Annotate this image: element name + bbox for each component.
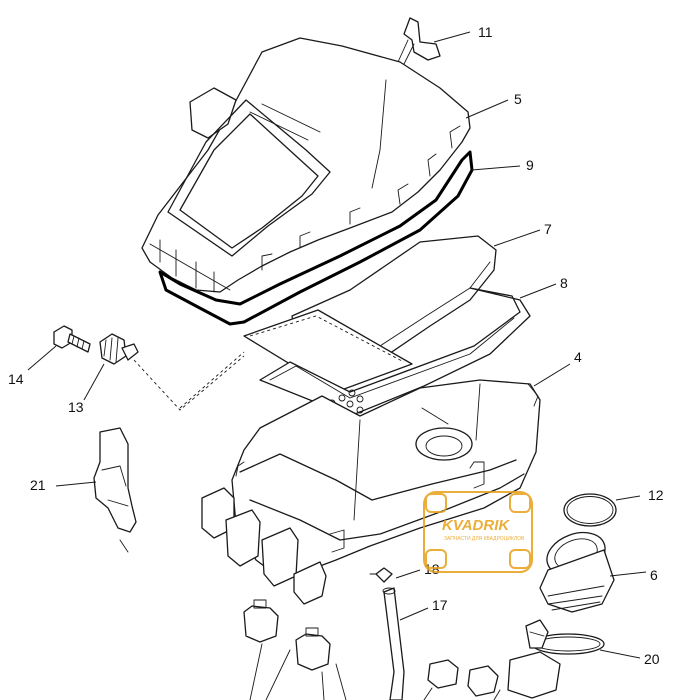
callout-5: 5 <box>514 91 522 107</box>
watermark-wheel-icon <box>425 493 531 569</box>
callout-21: 21 <box>30 477 46 493</box>
watermark-tagline: ЗАПЧАСТИ ДЛЯ КВАДРОЦИКЛОВ <box>444 536 525 542</box>
callout-11: 11 <box>478 24 493 40</box>
part-bracket-21 <box>93 427 137 553</box>
watermark-brand: KVADRIK <box>442 517 510 534</box>
part-lower-hardware <box>423 651 561 700</box>
part-breather-13 <box>99 333 245 411</box>
callout-4: 4 <box>574 349 582 365</box>
callout-7: 7 <box>544 221 552 237</box>
callout-8: 8 <box>560 275 568 291</box>
part-air-cleaner-cover-5 <box>141 37 471 293</box>
part-o-ring-12 <box>563 493 617 527</box>
part-drain-hose-17 <box>382 587 405 700</box>
part-air-cleaner-case-4 <box>201 379 541 605</box>
watermark-logo: KVADRIK ЗАПЧАСТИ ДЛЯ КВАДРОЦИКЛОВ <box>423 491 533 573</box>
part-bolt-14 <box>53 325 91 353</box>
callout-14: 14 <box>8 371 24 387</box>
part-gasket-9 <box>158 150 474 326</box>
callout-13: 13 <box>68 399 84 415</box>
callout-labels: 11 5 9 7 8 4 14 13 21 12 18 6 17 20 <box>8 24 664 667</box>
part-rubber-mounts <box>243 599 347 700</box>
callout-9: 9 <box>526 157 534 173</box>
part-clip-18 <box>369 567 393 583</box>
callout-20: 20 <box>644 651 660 667</box>
callout-17: 17 <box>432 597 448 613</box>
part-clip-11 <box>397 17 441 65</box>
leader-lines <box>27 31 647 659</box>
callout-6: 6 <box>650 567 658 583</box>
part-filter-element-8 <box>179 287 531 424</box>
callout-12: 12 <box>648 487 664 503</box>
part-clamp-20 <box>525 619 605 655</box>
part-intake-joint-6 <box>539 531 615 613</box>
